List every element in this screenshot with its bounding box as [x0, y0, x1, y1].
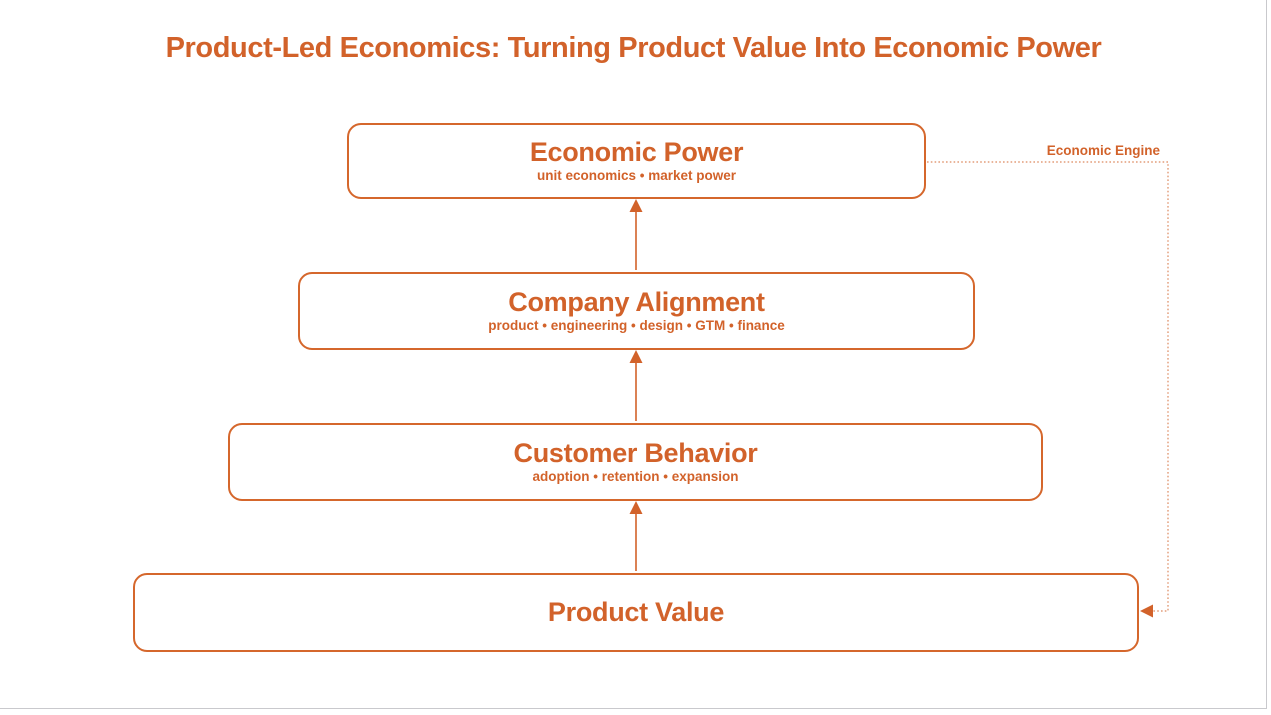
node-customer-behavior-title: Customer Behavior: [513, 437, 758, 468]
node-economic-power: Economic Power unit economics • market p…: [347, 123, 926, 199]
node-company-alignment-subtitle: product • engineering • design • GTM • f…: [488, 318, 785, 334]
node-product-value-title: Product Value: [547, 597, 725, 628]
flow-arrow-company-to-economic: [629, 199, 643, 270]
slide-title: Product-Led Economics: Turning Product V…: [165, 32, 1102, 64]
node-company-alignment: Company Alignment product • engineering …: [298, 272, 975, 350]
node-economic-power-subtitle: unit economics • market power: [536, 168, 737, 184]
slide-edge-bottom: [0, 708, 1267, 709]
node-economic-power-title: Economic Power: [529, 136, 744, 167]
slide-edge-right: [1266, 0, 1267, 709]
feedback-arrowhead: [1140, 604, 1153, 618]
node-company-alignment-title: Company Alignment: [508, 286, 765, 317]
flow-arrow-product-to-customer: [629, 501, 643, 571]
node-customer-behavior: Customer Behavior adoption • retention •…: [228, 423, 1043, 501]
feedback-loop-label: Economic Engine: [1046, 143, 1160, 158]
feedback-loop-path: [927, 161, 1169, 618]
node-product-value: Product Value: [133, 573, 1139, 652]
node-customer-behavior-subtitle: adoption • retention • expansion: [532, 469, 739, 485]
flow-arrow-customer-to-company: [629, 350, 643, 421]
